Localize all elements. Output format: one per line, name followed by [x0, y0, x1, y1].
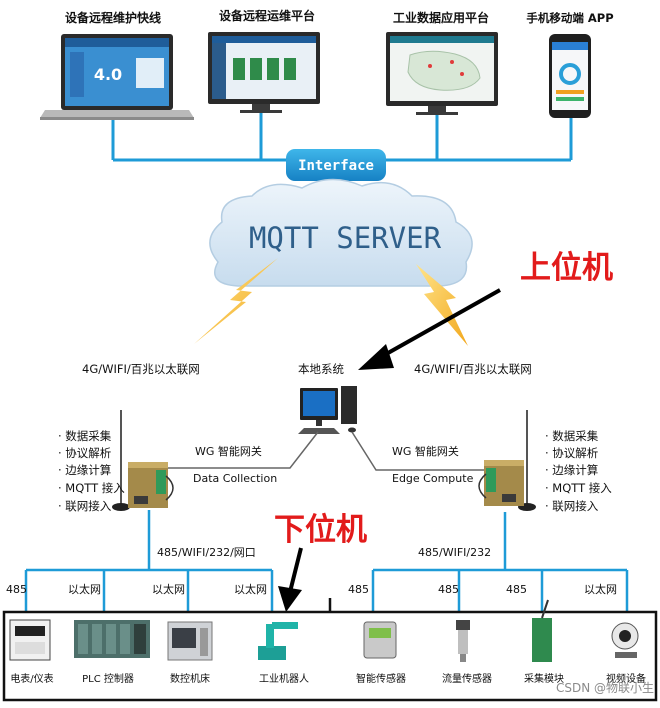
link-left-1: 485 [6, 583, 27, 596]
local-system-label: 本地系统 [298, 362, 344, 376]
platform-label-2: 设备远程运维平台 [219, 8, 315, 23]
cnc-machine-icon [167, 621, 213, 661]
camera-icon [611, 622, 639, 658]
interface-pill [286, 149, 386, 181]
link-right-3: 485 [506, 583, 527, 596]
upper-label: 上位机 [520, 250, 613, 286]
lower-label: 下位机 [274, 512, 367, 548]
link-right-1: 485 [348, 583, 369, 596]
smart-sensor-icon [363, 621, 397, 659]
device-label-robot: 工业机器人 [259, 672, 309, 685]
feature-right-1: · 数据采集 [545, 429, 599, 443]
gateway-left [112, 410, 174, 511]
network-right-label: 4G/WIFI/百兆以太联网 [414, 362, 532, 376]
monitor-data-platform [386, 32, 498, 115]
device-label-camera: 视频设备 [606, 672, 646, 685]
bottom-bus-lines [24, 510, 629, 612]
robot-icon [258, 622, 298, 660]
feature-right-3: · 边缘计算 [545, 463, 598, 477]
monitor-operations-platform [208, 32, 320, 113]
device-label-cnc: 数控机床 [170, 672, 210, 685]
lightning-bolt-right [416, 264, 468, 346]
link-left-2: 以太网 [68, 583, 101, 596]
feature-left-2: · 协议解析 [58, 446, 111, 460]
arrow-upper [358, 288, 501, 370]
flow-sensor-icon [456, 620, 470, 662]
gateway-left-role: Data Collection [193, 472, 277, 485]
device-label-plc: PLC 控制器 [82, 672, 134, 685]
link-left-4: 以太网 [234, 583, 267, 596]
meter-icon [9, 619, 51, 661]
device-label-flow-sensor: 流量传感器 [442, 672, 492, 685]
gateway-right [478, 410, 536, 511]
platform-label-4: 手机移动端 APP [526, 11, 613, 25]
device-label-module: 采集模块 [524, 672, 564, 685]
platform-label-1: 设备远程维护快线 [65, 10, 161, 25]
link-left-3: 以太网 [152, 583, 185, 596]
watermark: CSDN @物联小生 [556, 681, 654, 695]
laptop-screen-number: 4.0 [94, 65, 122, 84]
bus-left-label: 485/WIFI/232/网口 [157, 546, 256, 559]
gateway-right-name: WG 智能网关 [392, 444, 459, 458]
plc-controller-icon [74, 620, 150, 658]
interface-label: Interface [298, 158, 374, 174]
feature-right-2: · 协议解析 [545, 446, 598, 460]
laptop-remote-maintenance: 4.0 [40, 34, 194, 120]
acquisition-module-icon [532, 599, 552, 662]
local-pc [298, 386, 357, 434]
arrow-lower [278, 547, 303, 612]
gateway-right-role: Edge Compute [392, 472, 474, 485]
device-label-smart-sensor: 智能传感器 [356, 672, 406, 685]
feature-left-5: · 联网接入 [58, 499, 112, 513]
mqtt-cloud [209, 178, 473, 287]
feature-right-4: · MQTT 接入 [545, 481, 612, 495]
feature-right-5: · 联网接入 [545, 499, 599, 513]
gateway-pc-lines [162, 431, 490, 471]
feature-left-1: · 数据采集 [58, 429, 112, 443]
feature-left-4: · MQTT 接入 [58, 481, 125, 495]
link-right-2: 485 [438, 583, 459, 596]
device-label-meter: 电表/仪表 [10, 672, 53, 685]
gateway-left-name: WG 智能网关 [195, 444, 262, 458]
bus-right-label: 485/WIFI/232 [418, 546, 491, 559]
feature-left-3: · 边缘计算 [58, 463, 111, 477]
link-right-4: 以太网 [584, 583, 617, 596]
cloud-label: MQTT SERVER [249, 221, 442, 255]
platform-label-3: 工业数据应用平台 [393, 10, 489, 25]
phone-app [549, 34, 591, 118]
network-left-label: 4G/WIFI/百兆以太联网 [82, 362, 200, 376]
